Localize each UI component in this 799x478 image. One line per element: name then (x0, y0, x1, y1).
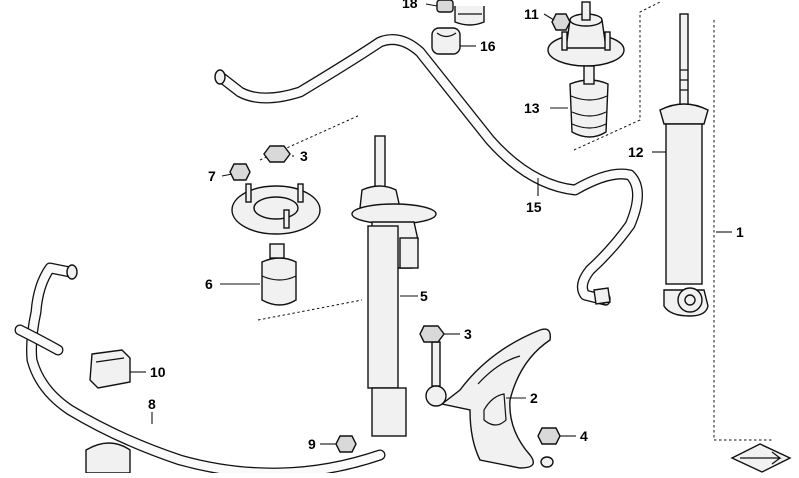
callout-1: 1 (736, 224, 744, 240)
callout-3-arm: 3 (464, 326, 472, 342)
rear-shock-upper-mount (547, 1, 625, 67)
front-stabilizer-bracket (85, 442, 131, 474)
callout-2: 2 (530, 390, 538, 406)
control-arm-nut-4 (537, 427, 561, 445)
callout-5: 5 (420, 288, 428, 304)
callout-10: 10 (150, 364, 166, 380)
callout-6: 6 (205, 276, 213, 292)
callout-4: 4 (580, 428, 588, 444)
nut-9 (335, 435, 357, 453)
rear-stabilizer-bracket (454, 6, 485, 26)
control-arm-nut-3 (419, 325, 445, 343)
callout-12: 12 (628, 144, 644, 160)
callout-11: 11 (524, 6, 539, 22)
callout-3-top: 3 (300, 148, 308, 164)
front-stabilizer-bar (14, 262, 386, 478)
rear-shock-absorber (659, 13, 709, 317)
arrow-icon (730, 443, 792, 473)
front-strut-nut-3 (263, 145, 291, 163)
callout-9: 9 (308, 436, 316, 452)
callout-leaders (130, 3, 732, 445)
rear-stabilizer-bushing-18 (436, 0, 454, 13)
front-group-frame (257, 114, 363, 321)
rear-shock-nut-11 (551, 13, 571, 31)
callout-15: 15 (526, 199, 542, 215)
end-link-bushing (593, 287, 611, 305)
rear-bump-stop-13 (569, 65, 609, 138)
shock-frame-line (713, 20, 772, 441)
control-arm (425, 328, 554, 469)
rear-group-frame (573, 1, 661, 151)
callout-18: 18 (402, 0, 418, 11)
rear-stabilizer-bushing-16 (431, 27, 461, 55)
front-mount-nut-7 (229, 163, 251, 181)
callout-7: 7 (208, 168, 216, 184)
callout-13: 13 (524, 100, 540, 116)
front-strut-top-mount (231, 183, 321, 235)
callout-8: 8 (148, 396, 156, 412)
front-stabilizer-bushing-10 (89, 349, 131, 389)
front-bump-stop-6 (261, 243, 297, 306)
front-strut (351, 135, 437, 437)
callout-16: 16 (480, 38, 496, 54)
